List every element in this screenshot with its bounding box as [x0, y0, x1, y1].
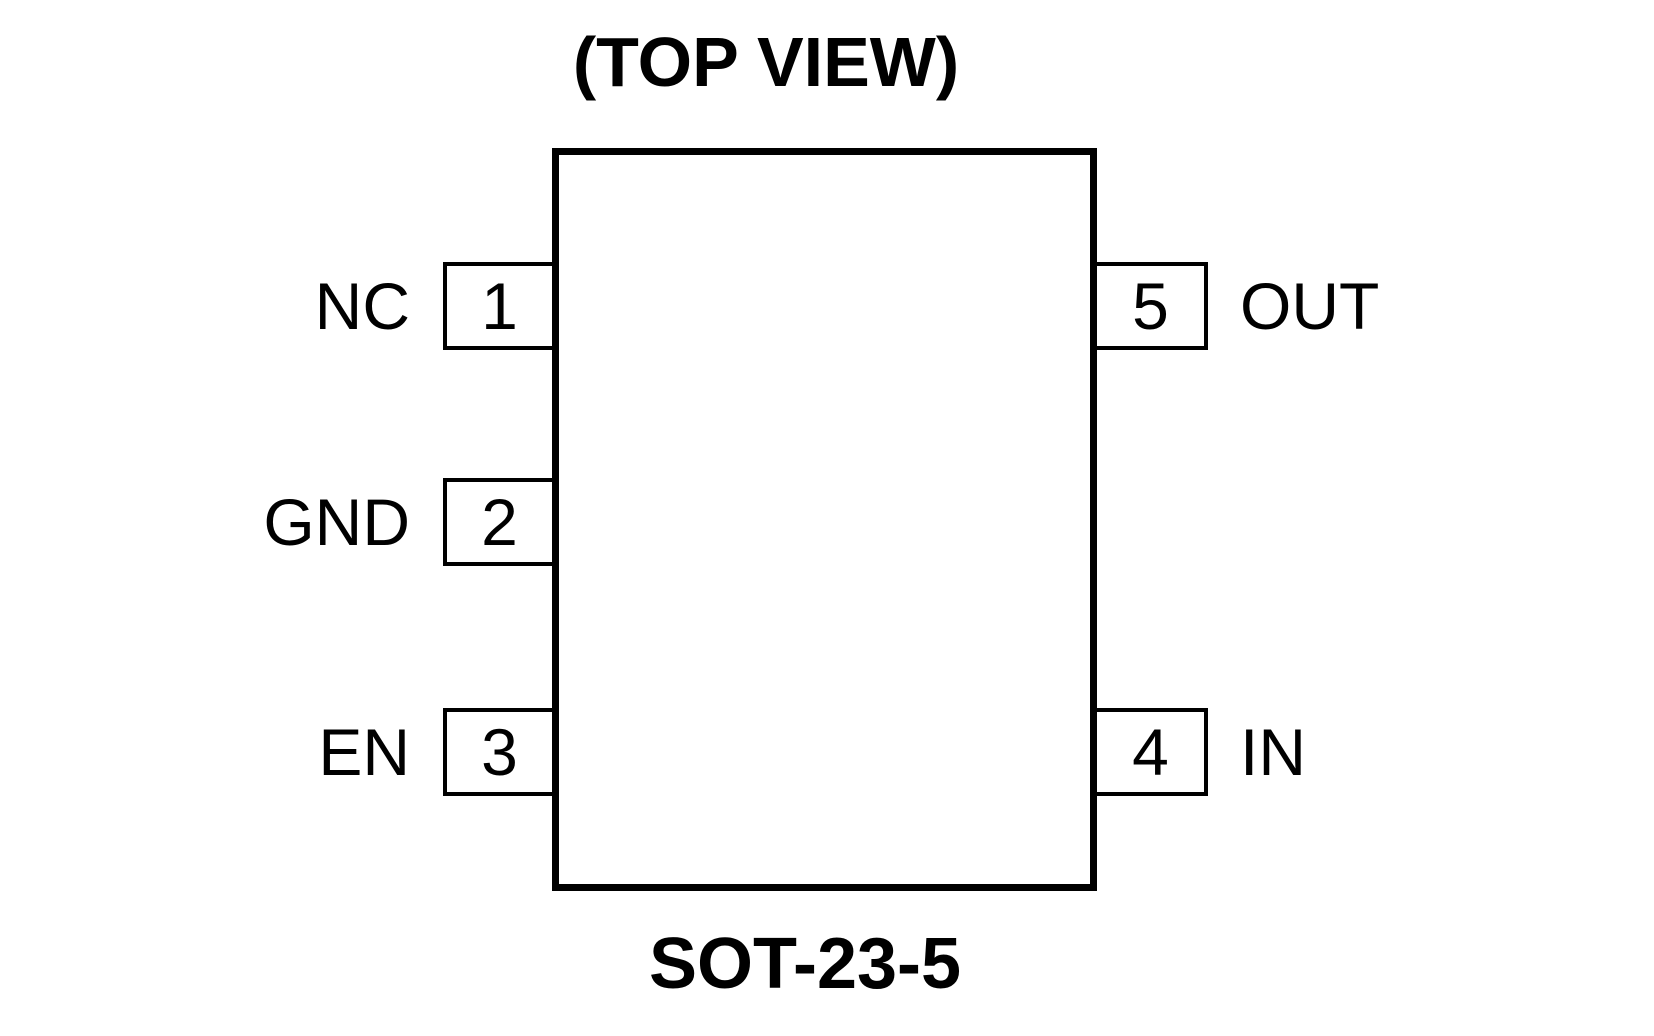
pin-5-label: OUT — [1240, 269, 1380, 343]
pin-1-number: 1 — [481, 269, 518, 343]
pin-4-number: 4 — [1132, 715, 1169, 789]
pin-3-number: 3 — [481, 715, 518, 789]
pin-1-label: NC — [314, 269, 410, 343]
pin-3-label: EN — [318, 715, 410, 789]
package-name: SOT-23-5 — [648, 924, 962, 1004]
pin-1-box: 1 — [443, 262, 556, 350]
pin-4-label: IN — [1240, 715, 1306, 789]
pin-4-box: 4 — [1093, 708, 1208, 796]
pin-3-box: 3 — [443, 708, 556, 796]
ic-package-body — [552, 148, 1097, 891]
pin-5-number: 5 — [1132, 269, 1169, 343]
pin-2-number: 2 — [481, 485, 518, 559]
pin-2-box: 2 — [443, 478, 556, 566]
pin-5-box: 5 — [1093, 262, 1208, 350]
pin-2-label: GND — [263, 485, 410, 559]
diagram-title: (TOP VIEW) — [572, 23, 960, 101]
